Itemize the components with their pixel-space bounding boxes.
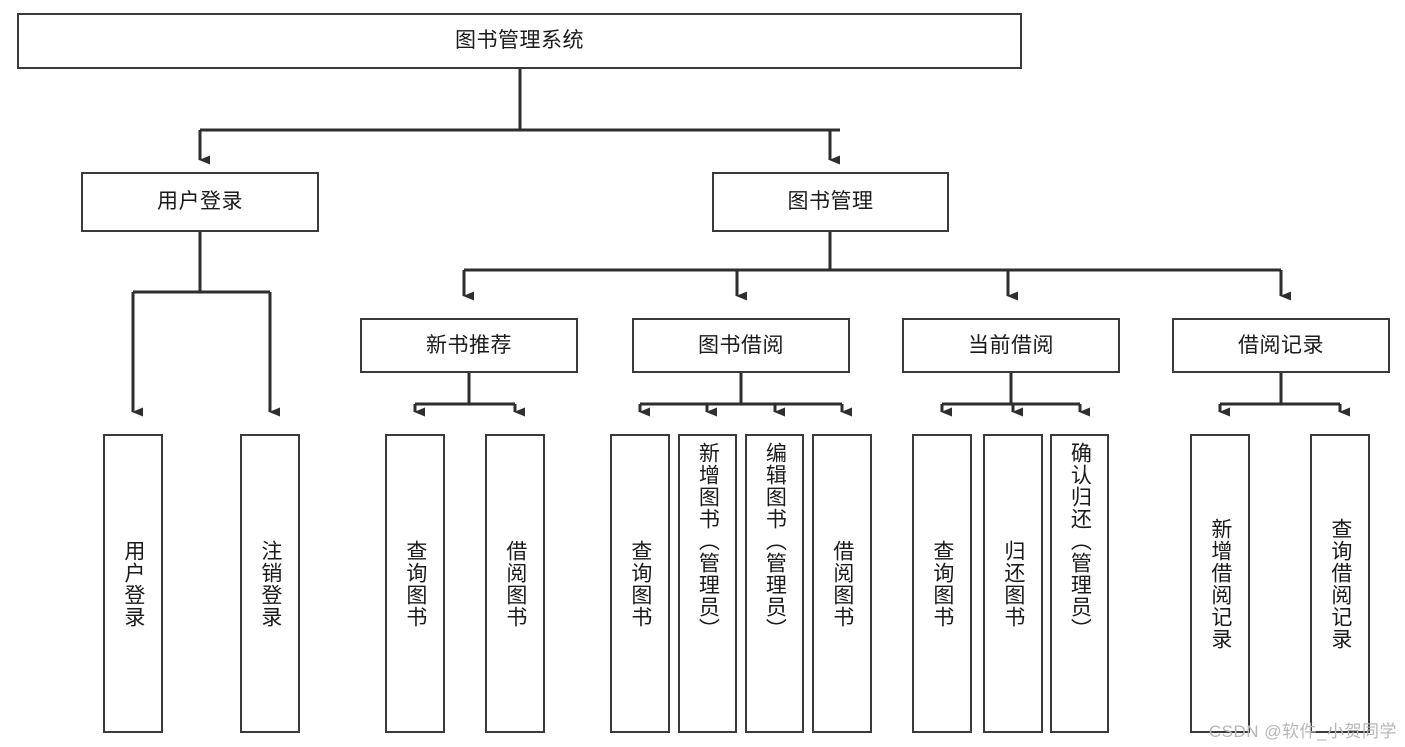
- node-leaf-query-book-3[interactable]: 查询图书: [912, 434, 972, 733]
- node-leaf-add-book[interactable]: 新增图书（管理员）: [678, 434, 737, 733]
- node-current-borrow-label: 当前借阅: [968, 333, 1054, 357]
- node-leaf-query-record-label: 查询借阅记录: [1328, 517, 1352, 650]
- node-book-manage-label: 图书管理: [787, 190, 874, 214]
- node-new-book-rec[interactable]: 新书推荐: [360, 318, 578, 373]
- node-leaf-confirm-return[interactable]: 确认归还（管理员）: [1050, 434, 1109, 733]
- node-leaf-logout[interactable]: 注销登录: [240, 434, 300, 733]
- node-leaf-add-record[interactable]: 新增借阅记录: [1190, 434, 1250, 733]
- node-leaf-user-login-label: 用户登录: [121, 539, 145, 628]
- node-current-borrow[interactable]: 当前借阅: [902, 318, 1120, 373]
- node-leaf-query-record[interactable]: 查询借阅记录: [1310, 434, 1370, 733]
- node-leaf-query-book-3-label: 查询图书: [930, 539, 954, 628]
- node-leaf-return-book-label: 归还图书: [1001, 539, 1025, 628]
- node-root-label: 图书管理系统: [455, 29, 584, 53]
- node-user-login-label: 用户登录: [157, 190, 243, 214]
- node-root-system[interactable]: 图书管理系统: [17, 13, 1022, 69]
- node-leaf-add-record-label: 新增借阅记录: [1208, 517, 1232, 650]
- node-leaf-logout-label: 注销登录: [258, 539, 282, 628]
- watermark-text: CSDN @软件_小贺同学: [1208, 722, 1397, 741]
- node-leaf-edit-book-label: 编辑图书（管理员）: [763, 442, 787, 640]
- node-book-borrow[interactable]: 图书借阅: [632, 318, 850, 373]
- node-leaf-query-book-1-label: 查询图书: [403, 539, 427, 628]
- node-leaf-borrow-book-1-label: 借阅图书: [503, 539, 527, 628]
- node-borrow-record-label: 借阅记录: [1238, 333, 1324, 357]
- node-new-book-rec-label: 新书推荐: [426, 333, 512, 357]
- node-borrow-record[interactable]: 借阅记录: [1172, 318, 1390, 373]
- node-leaf-return-book[interactable]: 归还图书: [983, 434, 1043, 733]
- node-leaf-edit-book[interactable]: 编辑图书（管理员）: [745, 434, 804, 733]
- node-leaf-query-book-2-label: 查询图书: [628, 539, 652, 628]
- node-book-manage[interactable]: 图书管理: [712, 172, 949, 232]
- node-leaf-query-book-2[interactable]: 查询图书: [610, 434, 670, 733]
- node-leaf-add-book-label: 新增图书（管理员）: [696, 442, 720, 640]
- node-leaf-query-book-1[interactable]: 查询图书: [385, 434, 445, 733]
- node-user-login[interactable]: 用户登录: [81, 172, 319, 232]
- node-leaf-confirm-return-label: 确认归还（管理员）: [1068, 442, 1092, 640]
- node-leaf-borrow-book-2[interactable]: 借阅图书: [812, 434, 872, 733]
- node-leaf-borrow-book-2-label: 借阅图书: [830, 539, 854, 628]
- node-leaf-user-login[interactable]: 用户登录: [103, 434, 163, 733]
- node-book-borrow-label: 图书借阅: [698, 333, 784, 357]
- node-leaf-borrow-book-1[interactable]: 借阅图书: [485, 434, 545, 733]
